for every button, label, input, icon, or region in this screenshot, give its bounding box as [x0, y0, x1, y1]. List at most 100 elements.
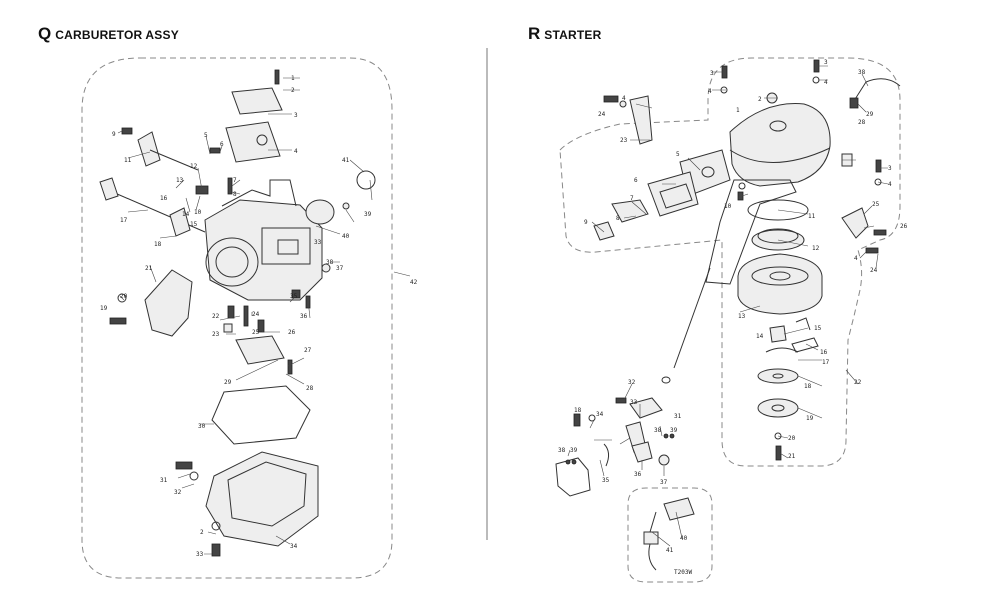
callout: 7 — [630, 195, 634, 202]
callout: 9 — [112, 131, 116, 138]
bracket-bolt — [603, 95, 619, 103]
callout: 3 — [710, 70, 714, 77]
callout: 1 — [291, 75, 295, 82]
callout: 29 — [866, 111, 874, 118]
callout: 23 — [620, 137, 628, 144]
callout: 12 — [812, 245, 820, 252]
callout: 17 — [120, 217, 128, 224]
callout: 10 — [194, 209, 202, 216]
section-r-name: STARTER — [544, 28, 602, 42]
carb-plug — [321, 263, 331, 273]
callout: 21 — [788, 453, 796, 460]
callout: 5 — [676, 151, 680, 158]
starter-friction-plate — [757, 368, 799, 384]
starter-drive-plate — [757, 398, 799, 418]
callout: 15 — [814, 325, 822, 332]
starter-pawl — [795, 317, 811, 331]
callout: 11 — [808, 213, 816, 220]
lever-bolt — [873, 229, 887, 236]
lockout-grommet — [658, 454, 670, 466]
starter-washer — [874, 178, 882, 186]
callout: 16 — [160, 195, 168, 202]
cable-end — [849, 97, 859, 109]
callout: 33 — [196, 551, 204, 558]
callout: 4 — [622, 95, 626, 102]
callout: 24 — [870, 267, 878, 274]
callout: 28 — [306, 385, 314, 392]
callout: 4 — [824, 79, 828, 86]
callout: 38 — [654, 427, 662, 434]
lockout-pin — [565, 459, 571, 465]
callout: 25 — [252, 329, 260, 336]
starter-spring-inner — [757, 228, 799, 244]
section-q-letter: Q — [38, 24, 52, 43]
float-pin — [287, 359, 293, 375]
lockout-pin — [571, 459, 577, 465]
carb-jet — [227, 305, 235, 319]
callout: 14 — [182, 211, 190, 218]
callout: 4 — [854, 255, 858, 262]
carb-screw — [209, 147, 221, 154]
lockout-pin — [663, 433, 669, 439]
starter-lockout-cable — [673, 267, 711, 369]
callout: 30 — [198, 423, 206, 430]
starter-pulley — [737, 253, 823, 315]
callout: 10 — [724, 203, 732, 210]
drain-screw — [211, 543, 221, 557]
lever-bolt — [865, 247, 879, 254]
starter-bushing — [769, 325, 787, 343]
callout: 37 — [660, 479, 668, 486]
callout: 39 — [364, 211, 372, 218]
carb-o-ring — [356, 170, 376, 190]
switch-lead — [649, 511, 657, 533]
callout: 27 — [304, 347, 312, 354]
carb-side-port — [277, 239, 299, 255]
starter-bolt — [737, 191, 744, 201]
lockout-bolt — [615, 397, 627, 404]
inset-code: T203W — [674, 569, 692, 576]
callout: 1 — [736, 107, 740, 114]
callout: 18 — [574, 407, 582, 414]
inset-boundary — [627, 487, 713, 583]
float-bowl — [205, 451, 319, 547]
callout: 32 — [174, 489, 182, 496]
starter-washer — [774, 432, 782, 440]
lockout-bracket — [629, 397, 663, 419]
callout: 22 — [854, 379, 862, 386]
callout: 12 — [190, 163, 198, 170]
lockout-pin — [669, 433, 675, 439]
starter-cover — [729, 103, 831, 187]
bowl-screw — [175, 461, 193, 470]
callout: 13 — [738, 313, 746, 320]
callout: 11 — [124, 157, 132, 164]
neutral-switch-bracket — [663, 497, 695, 521]
carb-jet-nut — [223, 323, 233, 333]
callout: 33 — [630, 399, 638, 406]
callout: 16 — [820, 349, 828, 356]
starter-cover-hub — [769, 120, 787, 132]
starter-bracket — [705, 179, 797, 285]
pulley-hub — [769, 271, 791, 281]
drive-plate-hub — [771, 404, 785, 412]
callout: 38 — [326, 259, 334, 266]
carb-float — [235, 335, 285, 365]
callout: 31 — [160, 477, 168, 484]
carburetor-diagram: 1 2 3 4 5 6 7 8 9 10 11 12 13 14 15 16 1… — [81, 57, 418, 579]
callout: 20 — [788, 435, 796, 442]
carb-jet — [291, 289, 301, 299]
carb-screw — [274, 69, 280, 85]
carburetor-boundary — [81, 57, 393, 579]
pulley-top — [751, 266, 809, 286]
callout: 34 — [596, 411, 604, 418]
callout: 14 — [756, 333, 764, 340]
starter-washer — [738, 182, 746, 190]
callout: 35 — [290, 293, 298, 300]
callout: 38 — [858, 69, 866, 76]
callout: 4 — [708, 88, 712, 95]
callout: 40 — [680, 535, 688, 542]
callout: 6 — [220, 141, 224, 148]
callout: 41 — [666, 547, 674, 554]
starter-center-bolt — [775, 445, 782, 461]
callout: 24 — [598, 111, 606, 118]
